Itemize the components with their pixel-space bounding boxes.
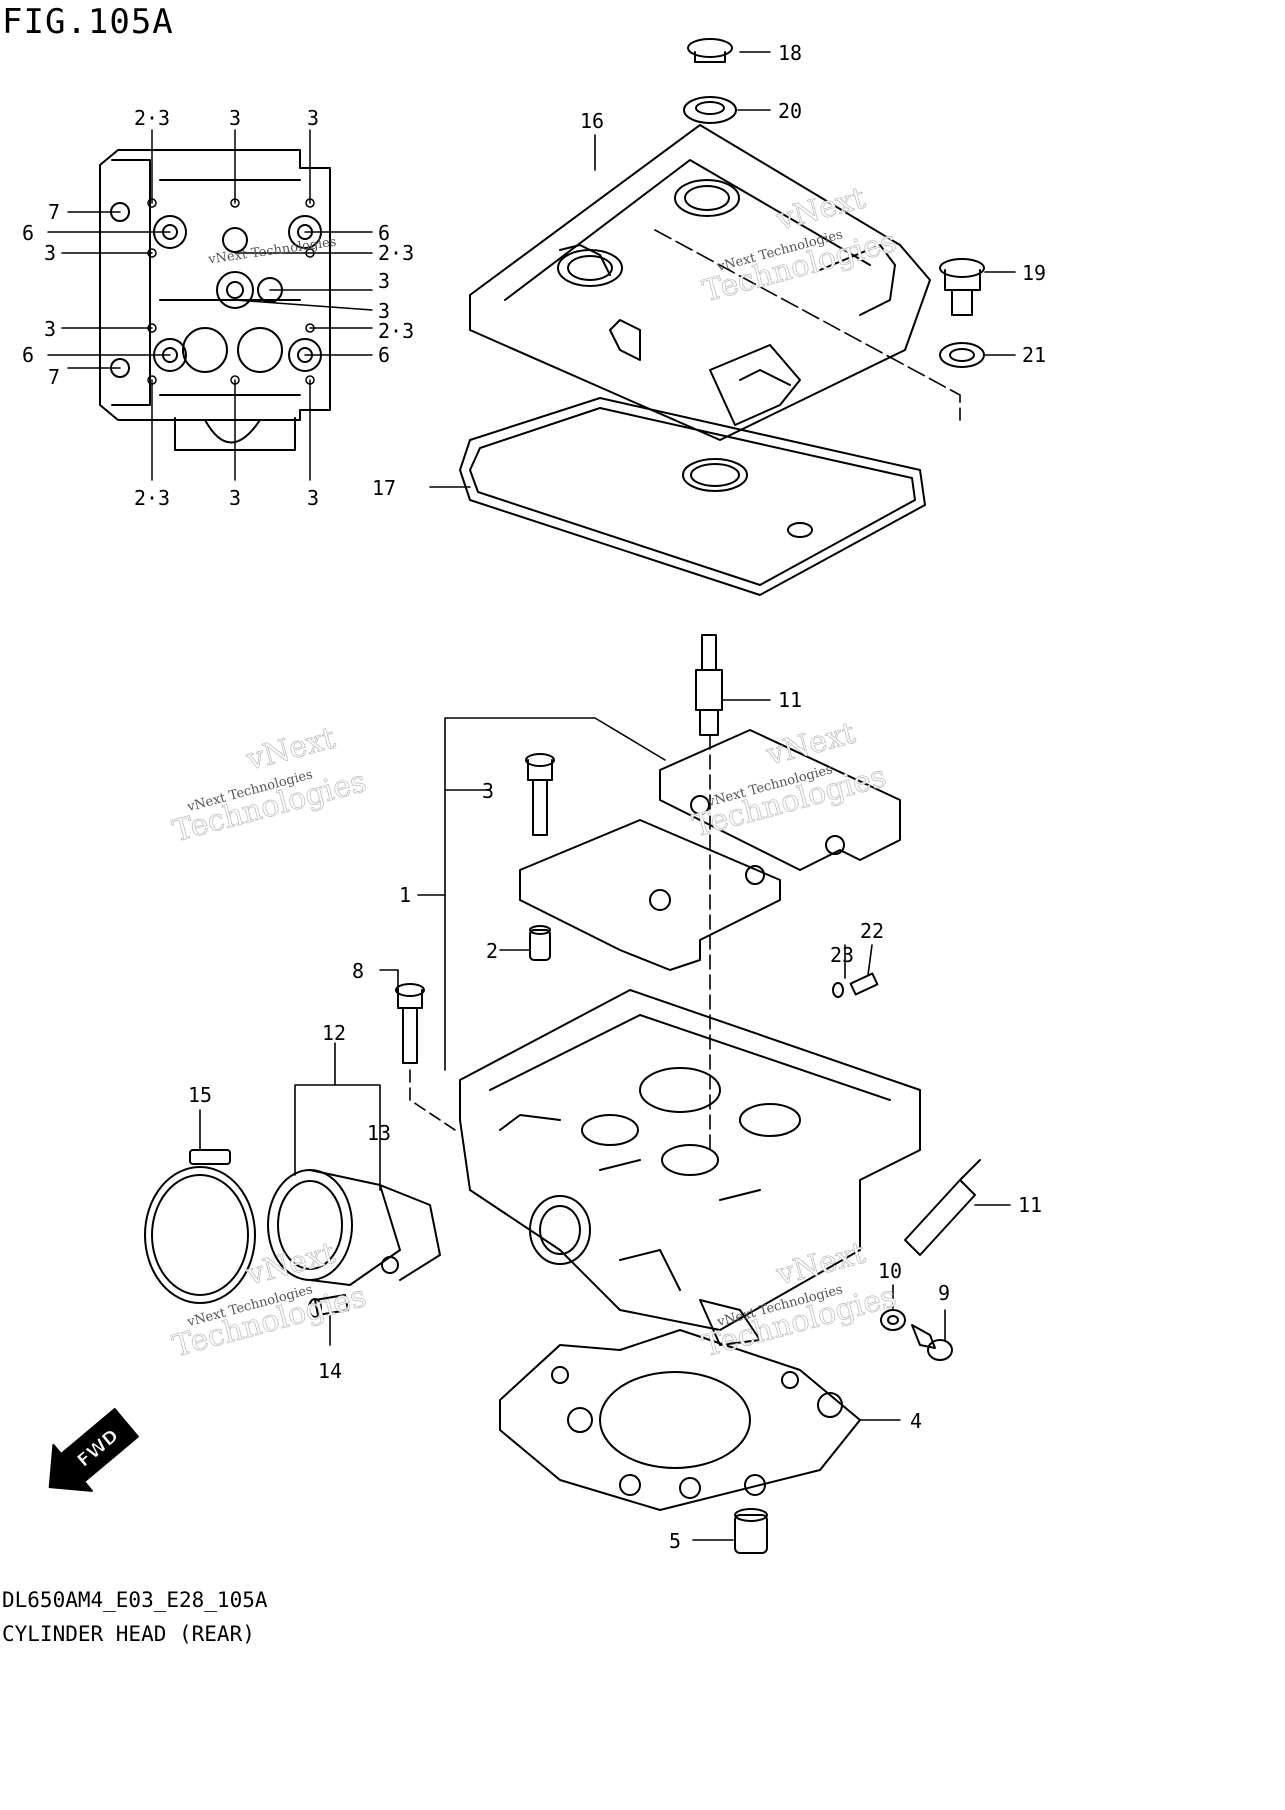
screw-14 xyxy=(308,1294,349,1318)
inset-leader-lines xyxy=(47,129,373,481)
callout-label: 14 xyxy=(318,1359,342,1383)
part-callout-labels: 1 2 3 4 5 8 9 10 11 11 12 13 14 15 16 17… xyxy=(188,41,1046,1553)
callout-label: 8 xyxy=(352,959,364,983)
watermark-line2: vNext Technologies xyxy=(207,235,338,268)
callout-label: 3 xyxy=(44,317,56,341)
watermark-line1: vNext xyxy=(242,1236,339,1293)
dowel-pin-2 xyxy=(529,925,551,961)
callout-label: 16 xyxy=(580,109,604,133)
callout-label: 6 xyxy=(22,343,34,367)
callout-label: 2·3 xyxy=(378,319,414,343)
o-ring-23 xyxy=(832,982,844,998)
callout-label: 20 xyxy=(778,99,802,123)
bolt-3 xyxy=(525,753,555,836)
leader-lines xyxy=(199,51,1016,1541)
washer-20 xyxy=(683,96,737,124)
spark-plug-lower-11 xyxy=(904,1159,981,1256)
watermark: vNext Technologies xyxy=(207,235,338,268)
callout-label: 6 xyxy=(378,343,390,367)
callout-label: 3 xyxy=(378,269,390,293)
watermark-line1: vNext xyxy=(772,1236,869,1293)
watermark-line3: Technologies xyxy=(699,1279,900,1364)
callout-label: 2·3 xyxy=(134,106,170,130)
cylinder-head xyxy=(459,989,921,1346)
callout-label: 6 xyxy=(378,221,390,245)
cylinder-head-cover-16 xyxy=(469,124,931,441)
callout-label: 22 xyxy=(860,919,884,943)
callout-label: 10 xyxy=(878,1259,902,1283)
callout-label: 2 xyxy=(486,939,498,963)
callout-label: 7 xyxy=(48,200,60,224)
watermark-line3: Technologies xyxy=(169,1279,370,1364)
callout-label: 3 xyxy=(378,299,390,323)
figure-title: FIG.105A xyxy=(2,2,174,42)
callout-label: 1 xyxy=(399,883,411,907)
callout-label: 7 xyxy=(48,365,60,389)
watermark-line3: Technologies xyxy=(689,759,890,844)
callout-label: 2·3 xyxy=(378,241,414,265)
dowel-pin-5 xyxy=(734,1508,768,1554)
watermark: vNext vNext Technologies Technologies xyxy=(169,1235,371,1364)
diagram-name: CYLINDER HEAD (REAR) xyxy=(2,1622,255,1646)
callout-label: 4 xyxy=(910,1409,922,1433)
inset-head-top-view xyxy=(47,129,373,481)
watermark: vNext vNext Technologies Technologies xyxy=(689,715,891,844)
callout-label: 5 xyxy=(669,1529,681,1553)
cap-bolt-18 xyxy=(687,38,733,63)
intake-pipe-13 xyxy=(267,1169,441,1286)
callout-label: 6 xyxy=(22,221,34,245)
callout-label: 21 xyxy=(1022,343,1046,367)
watermark-line1: vNext xyxy=(762,716,859,773)
gasket-17 xyxy=(459,397,926,596)
watermark: vNext vNext Technologies Technologies xyxy=(699,180,901,309)
callout-label: 3 xyxy=(307,106,319,130)
watermark: vNext vNext Technologies Technologies xyxy=(699,1235,901,1364)
watermark-line1: vNext xyxy=(242,721,339,778)
bolt-8 xyxy=(395,983,425,1064)
callout-label: 23 xyxy=(830,943,854,967)
callout-label: 3 xyxy=(229,486,241,510)
head-gasket-4 xyxy=(499,1329,861,1511)
inset-callout-labels: 2·3 3 3 2·3 3 3 7 6 3 3 6 7 6 2·3 3 3 2·… xyxy=(22,106,414,510)
watermark-line3: Technologies xyxy=(169,764,370,849)
callout-label: 3 xyxy=(44,241,56,265)
clamp-15 xyxy=(144,1149,256,1304)
watermark: vNext vNext Technologies Technologies xyxy=(169,720,371,849)
watermark-line1: vNext xyxy=(772,181,869,238)
callout-label: 12 xyxy=(322,1021,346,1045)
callout-label: 15 xyxy=(188,1083,212,1107)
spark-plug-upper-11 xyxy=(695,634,723,736)
grommet-21 xyxy=(939,342,985,368)
callout-label: 3 xyxy=(482,779,494,803)
fwd-arrow: FWD xyxy=(48,1408,139,1492)
watermark-line3: Technologies xyxy=(699,224,900,309)
plug-22 xyxy=(849,972,879,996)
callout-label: 18 xyxy=(778,41,802,65)
callout-label: 19 xyxy=(1022,261,1046,285)
callout-label: 2·3 xyxy=(134,486,170,510)
callout-label: 3 xyxy=(229,106,241,130)
callout-label: 11 xyxy=(1018,1193,1042,1217)
callout-label: 17 xyxy=(372,476,396,500)
bolt-19 xyxy=(939,258,985,316)
bolt-9 xyxy=(911,1324,953,1361)
diagram-code: DL650AM4_E03_E28_105A xyxy=(2,1588,268,1612)
callout-label: 11 xyxy=(778,688,802,712)
washer-10 xyxy=(880,1309,906,1331)
callout-label: 3 xyxy=(307,486,319,510)
callout-label: 13 xyxy=(367,1121,391,1145)
callout-label: 9 xyxy=(938,1281,950,1305)
